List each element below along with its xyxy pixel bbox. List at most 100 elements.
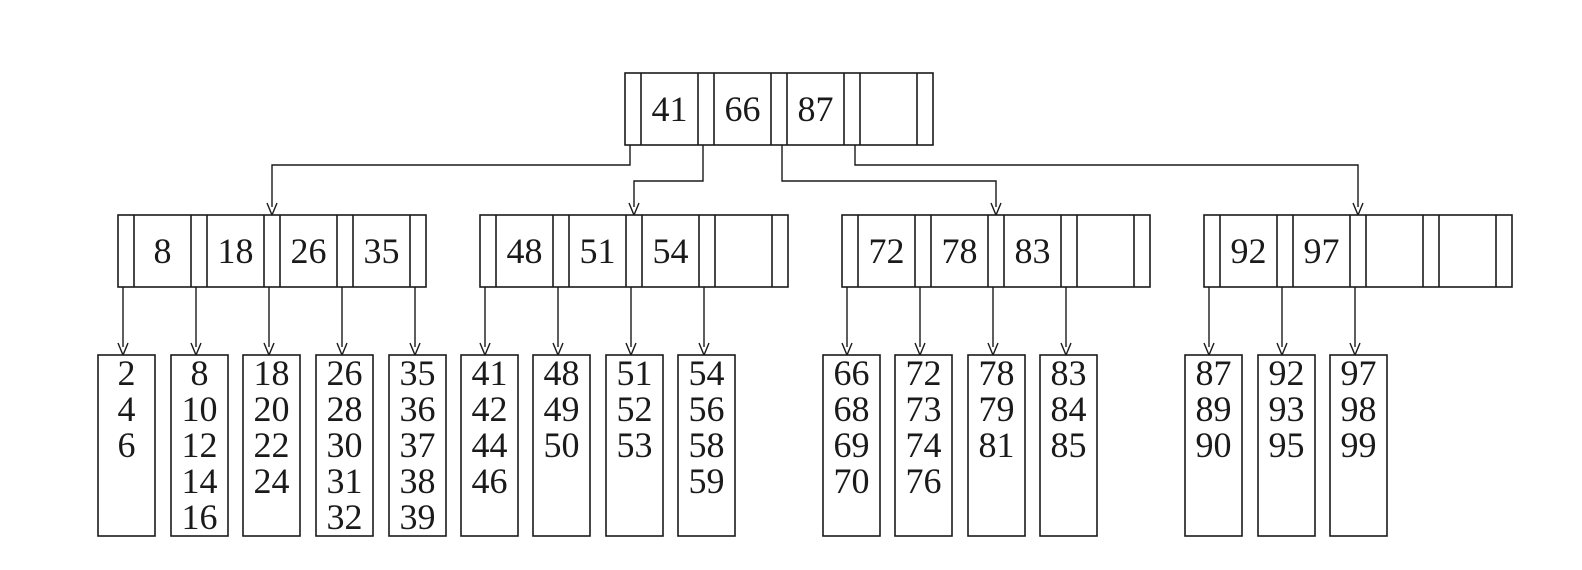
- leaf-frame: [170, 354, 229, 537]
- root-node-key: 66: [725, 89, 761, 129]
- leaf-value: 41: [472, 353, 508, 393]
- leaf-value: 35: [400, 353, 436, 393]
- leaf-value: 26: [327, 353, 363, 393]
- leaf-value: 98: [1341, 389, 1377, 429]
- internal-node-key: 72: [869, 231, 905, 271]
- leaf-value: 46: [472, 461, 508, 501]
- leaf-value: 51: [617, 353, 653, 393]
- root-child-edge: [854, 143, 1359, 207]
- root-node-frame: [624, 72, 934, 146]
- leaf-value: 92: [1269, 353, 1305, 393]
- root-node-key: 41: [652, 89, 688, 129]
- leaf-value: 54: [689, 353, 725, 393]
- leaf-value: 48: [544, 353, 580, 393]
- leaf-value: 69: [834, 425, 870, 465]
- leaf-value: 32: [327, 497, 363, 537]
- root-child-edge: [633, 143, 704, 207]
- leaf-frame: [1039, 354, 1098, 537]
- leaf-value: 78: [979, 353, 1015, 393]
- leaf-value: 44: [472, 425, 508, 465]
- leaf-value: 36: [400, 389, 436, 429]
- internal-node-frame: [479, 214, 789, 288]
- leaf-value: 56: [689, 389, 725, 429]
- internal-node-key: 83: [1015, 231, 1051, 271]
- leaf-value: 52: [617, 389, 653, 429]
- leaf-value: 85: [1051, 425, 1087, 465]
- internal-node: 72 78 83: [841, 214, 1151, 288]
- leaf-value: 76: [906, 461, 942, 501]
- leaf-value: 89: [1196, 389, 1232, 429]
- leaf-value: 28: [327, 389, 363, 429]
- leaf-value: 70: [834, 461, 870, 501]
- leaf-frame: [242, 354, 301, 537]
- leaf-value: 74: [906, 425, 942, 465]
- leaf-frame: [967, 354, 1026, 537]
- internal-node-frame: [1203, 214, 1513, 288]
- leaf-value: 39: [400, 497, 436, 537]
- leaf-value: 72: [906, 353, 942, 393]
- leaf-value: 68: [834, 389, 870, 429]
- leaf-value: 24: [254, 461, 290, 501]
- internal-node-key: 51: [580, 231, 616, 271]
- internal-node-key: 35: [364, 231, 400, 271]
- leaf-value: 95: [1269, 425, 1305, 465]
- leaf-frame: [388, 354, 447, 537]
- leaf-value: 93: [1269, 389, 1305, 429]
- leaf-value: 83: [1051, 353, 1087, 393]
- leaf-value: 81: [979, 425, 1015, 465]
- leaf-value: 97: [1341, 353, 1377, 393]
- leaf-value: 30: [327, 425, 363, 465]
- leaf-value: 37: [400, 425, 436, 465]
- root-child-edge: [781, 143, 997, 207]
- root-node-key: 87: [798, 89, 834, 129]
- leaf-value: 99: [1341, 425, 1377, 465]
- internal-node-key: 18: [218, 231, 254, 271]
- internal-node-frame: [841, 214, 1151, 288]
- internal-node-frame: [117, 214, 427, 288]
- leaf-frame: [315, 354, 374, 537]
- leaf-value: 2: [118, 353, 136, 393]
- leaf-value: 53: [617, 425, 653, 465]
- leaf-frame: [1184, 354, 1243, 537]
- root-node: 41 66 87: [624, 72, 934, 146]
- leaf-frame: [1257, 354, 1316, 537]
- root-child-edge: [271, 143, 631, 207]
- internal-node-key: 78: [942, 231, 978, 271]
- leaf-frame: [822, 354, 881, 537]
- leaf-value: 42: [472, 389, 508, 429]
- leaf-frame: [532, 354, 591, 537]
- leaf-frame: [1329, 354, 1388, 537]
- leaf-value: 8: [191, 353, 209, 393]
- leaf-frame: [460, 354, 519, 537]
- leaf-frame: [97, 354, 156, 537]
- leaf-value: 6: [118, 425, 136, 465]
- leaf-node: 246: [97, 353, 156, 537]
- leaf-value: 16: [182, 497, 218, 537]
- leaf-value: 90: [1196, 425, 1232, 465]
- leaf-value: 59: [689, 461, 725, 501]
- leaf-value: 22: [254, 425, 290, 465]
- leaf-value: 31: [327, 461, 363, 501]
- internal-node-key: 8: [154, 231, 172, 271]
- leaf-frame: [605, 354, 664, 537]
- leaf-value: 84: [1051, 389, 1087, 429]
- internal-node-key: 54: [653, 231, 689, 271]
